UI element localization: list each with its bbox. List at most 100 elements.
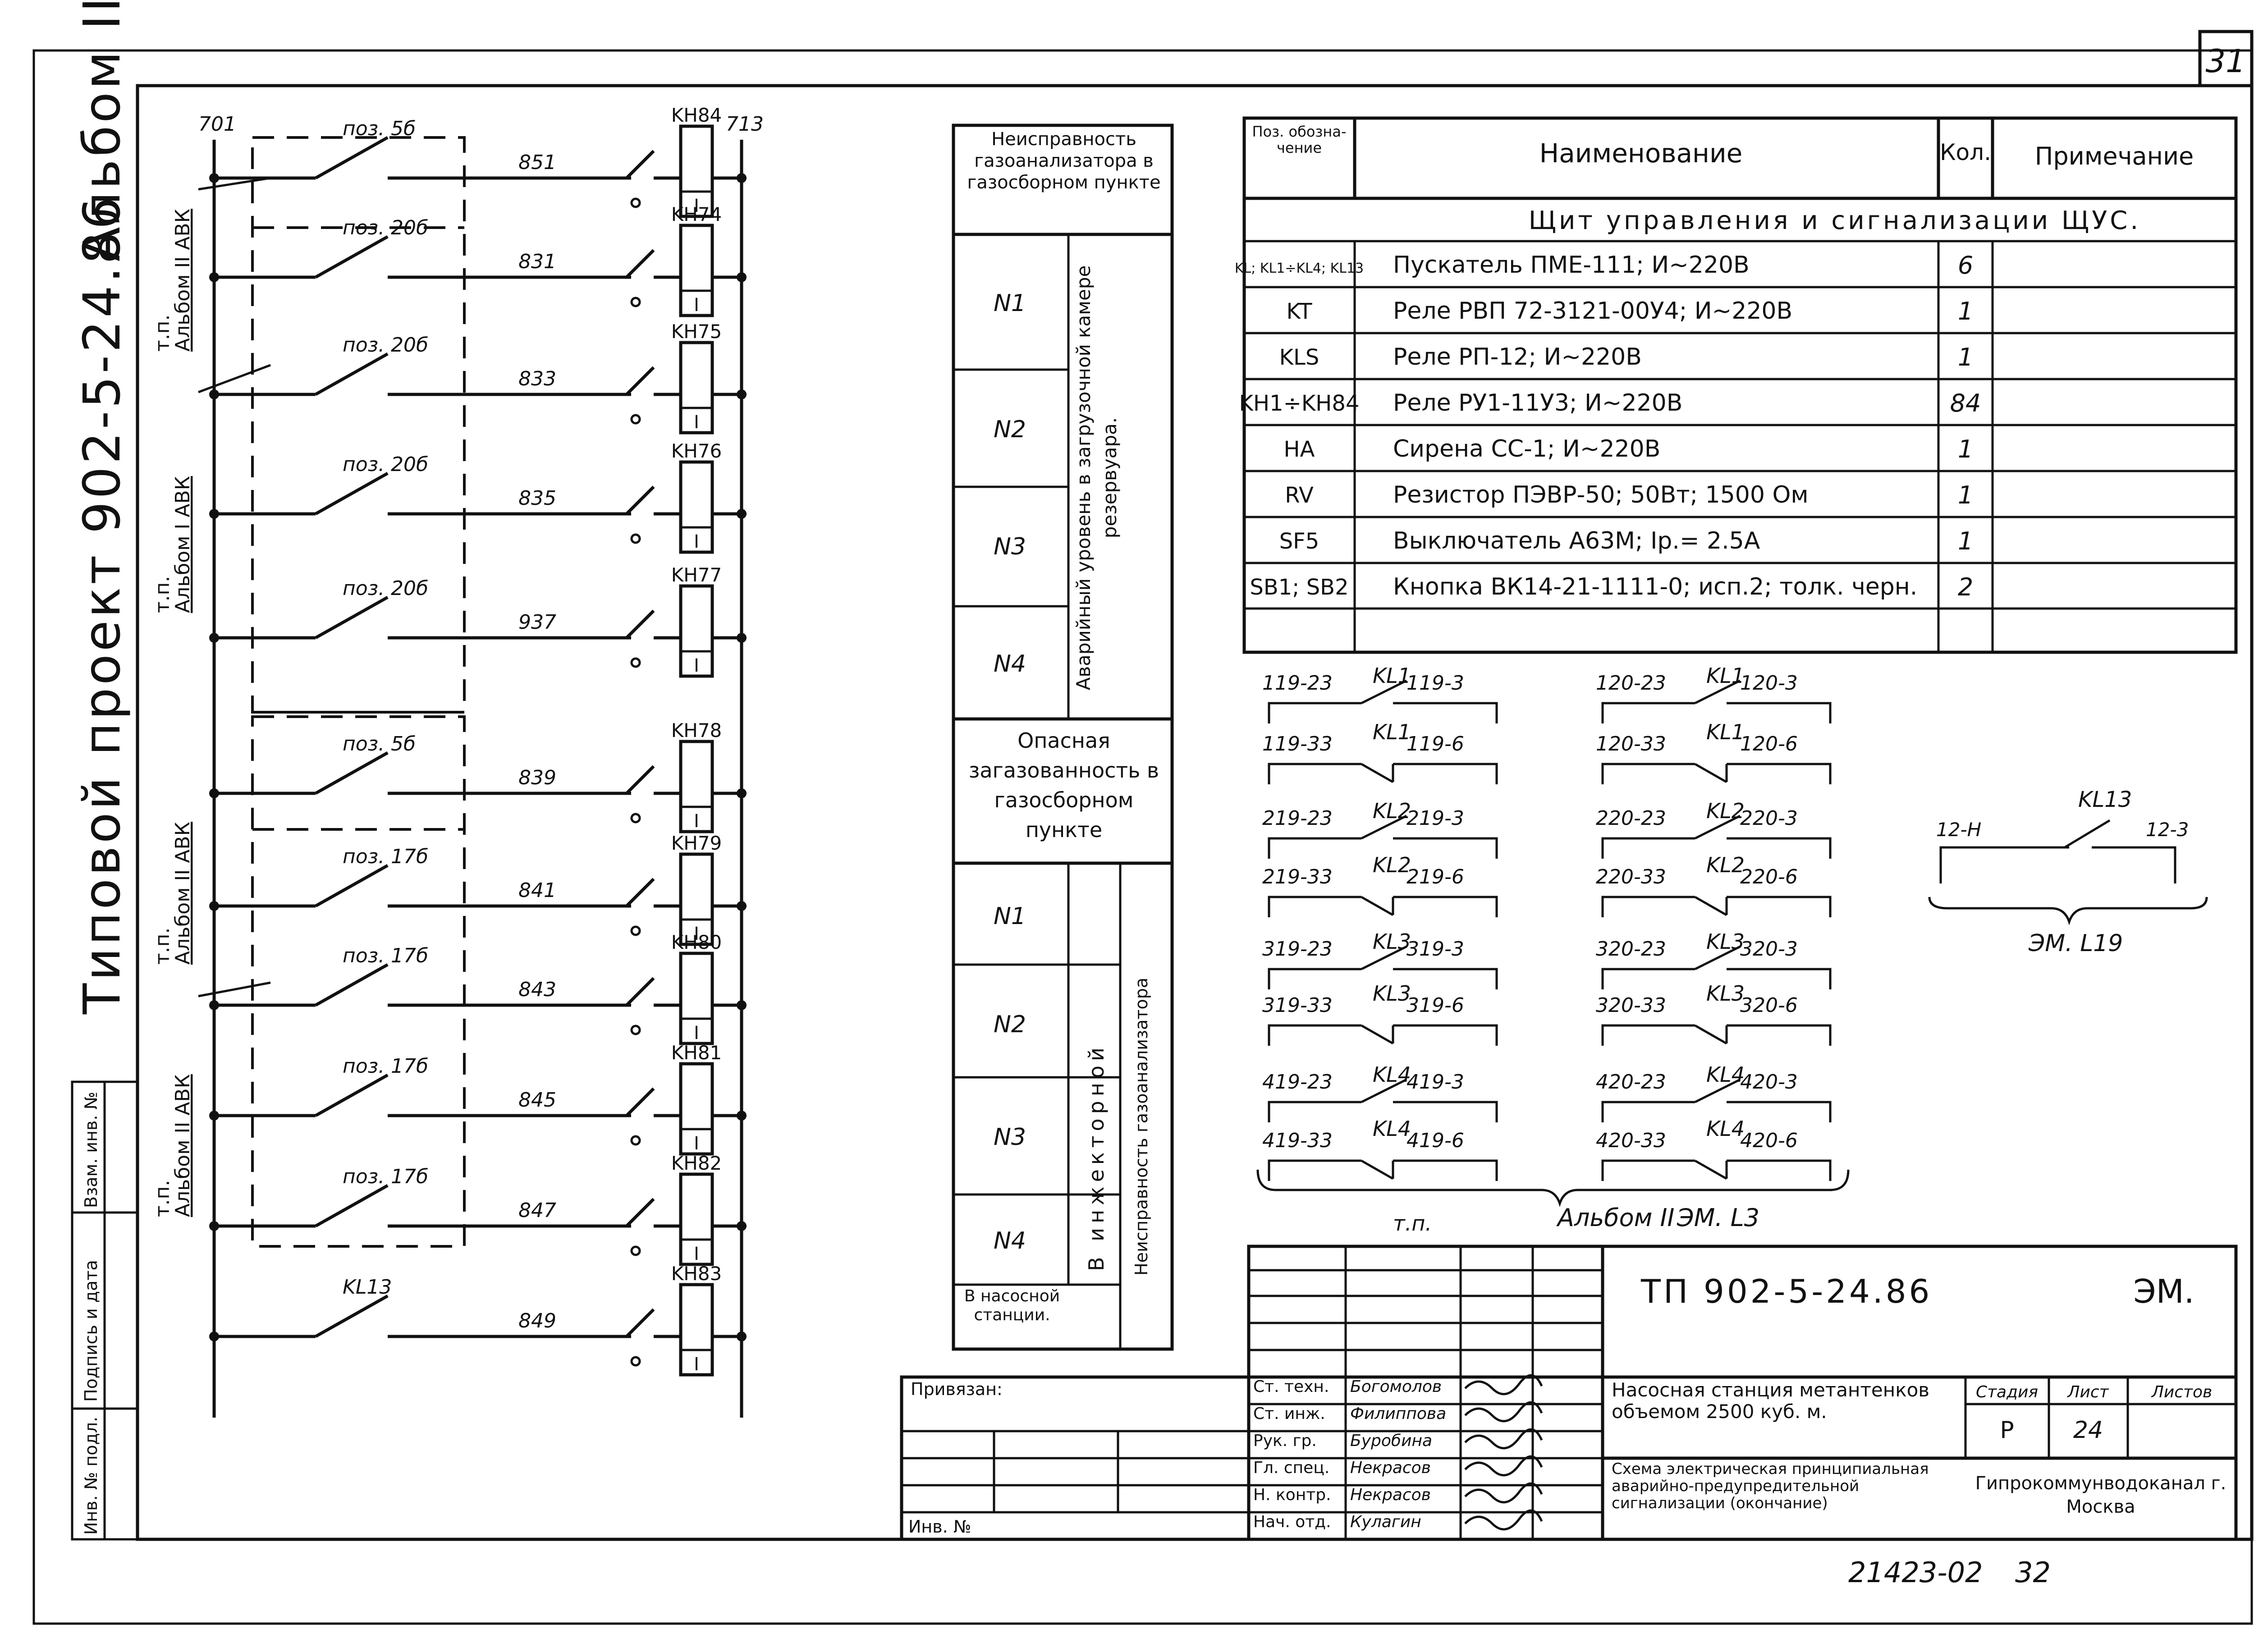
- spec-name: Реле РУ1-11У3; И~220В: [1393, 389, 1682, 416]
- contact-right-label: 120-6: [1740, 732, 1798, 755]
- fault-side-1: Аварийный уровень в загрузочной камере р…: [1072, 265, 1121, 691]
- spec-pos: SB1; SB2: [1250, 575, 1348, 600]
- wire-number: 847: [518, 1199, 556, 1222]
- contact-label: поз. 17б: [343, 944, 428, 967]
- left-label-1-tp: т.п.: [151, 315, 174, 352]
- spec-qty: 1: [1958, 527, 1973, 555]
- signature: [1464, 1374, 1543, 1396]
- spec-header-pos: Поз. обозна- чение: [1252, 123, 1347, 156]
- wire-number: 833: [518, 367, 556, 390]
- relay-coil: [679, 224, 714, 317]
- contact-relay-label: KL4: [1706, 1117, 1745, 1141]
- contact-right-label: 419-3: [1406, 1071, 1464, 1094]
- svg-text:N4: N4: [994, 1227, 1026, 1254]
- signer-name: Некрасов: [1350, 1486, 1431, 1504]
- contact-right-label: 119-6: [1406, 732, 1464, 755]
- contact-right-label: 419-6: [1406, 1129, 1464, 1152]
- bus-right-label: 713: [726, 113, 764, 136]
- signer-role: Ст. инж.: [1253, 1405, 1325, 1423]
- contact-left-label: 320-23: [1596, 938, 1666, 961]
- contact-left-label: 320-33: [1596, 994, 1666, 1017]
- left-label-1-ref: Альбом II АВК: [171, 209, 194, 352]
- contact-left-label: 420-33: [1596, 1129, 1666, 1152]
- svg-text:Подпись и дата: Подпись и дата: [81, 1260, 101, 1402]
- signer-role: Ст. техн.: [1253, 1377, 1329, 1396]
- wire-number: 849: [518, 1309, 556, 1332]
- spec-pos: RV: [1285, 483, 1314, 508]
- svg-text:N1: N1: [994, 290, 1026, 317]
- relay-coil: [679, 1283, 714, 1377]
- spec-qty: 1: [1958, 481, 1973, 509]
- relay-contact: [625, 1198, 655, 1227]
- relay-contact: [625, 977, 655, 1007]
- contact-left-label: 120-23: [1596, 672, 1666, 695]
- relay-contact: [625, 150, 655, 179]
- mark: ЭМ.: [2133, 1272, 2194, 1310]
- relay-contact: [625, 765, 655, 795]
- coil-mark: I: [694, 412, 699, 433]
- relay-coil: [679, 341, 714, 435]
- contact-right-label: 320-3: [1740, 938, 1798, 961]
- svg-text:N2: N2: [994, 1011, 1026, 1038]
- contact-right-label: 219-6: [1406, 865, 1464, 888]
- svg-text:KL13: KL13: [2078, 787, 2132, 812]
- relay-label: KH80: [671, 931, 722, 953]
- svg-text:т.п.: т.п.: [1393, 1211, 1432, 1236]
- inv-label: Инв. №: [908, 1517, 971, 1537]
- kl13-contact: KL13 12-H 12-3 ЭМ. L19: [1928, 787, 2208, 957]
- signer-role: Нач. отд.: [1253, 1513, 1331, 1531]
- contact-left-label: 220-33: [1596, 865, 1666, 888]
- sheet-number-box: [2198, 30, 2254, 87]
- relay-contact: [625, 1308, 655, 1338]
- contact-relay-label: KL2: [1373, 799, 1411, 823]
- signature: [1464, 1401, 1543, 1423]
- bus-left-label: 701: [198, 113, 236, 136]
- contact-switch: [315, 963, 389, 1007]
- left-label-2-ref: Альбом I АВК: [171, 476, 194, 613]
- svg-text:ЭМ. L19: ЭМ. L19: [2028, 930, 2123, 957]
- contact-label: KL13: [343, 1276, 392, 1299]
- contact-right-label: 120-3: [1740, 672, 1798, 695]
- svg-text:Лист: Лист: [2066, 1383, 2109, 1401]
- relay-coil: [679, 584, 714, 678]
- spec-pos: KH1÷KH84: [1239, 391, 1360, 416]
- contact-right-label: 219-3: [1406, 807, 1464, 830]
- drawing-name: Схема электрическая принципиальная авари…: [1612, 1460, 1929, 1512]
- contact-left-label: 319-23: [1262, 938, 1333, 961]
- contact-relay-label: KL1: [1706, 720, 1745, 744]
- signer-name: Некрасов: [1350, 1459, 1431, 1477]
- contact-switch: [315, 751, 389, 795]
- contact-label: поз. 17б: [343, 1165, 428, 1188]
- contact-left-label: 219-23: [1262, 807, 1333, 830]
- coil-mark: I: [694, 1244, 699, 1264]
- left-label-2-tp: т.п.: [151, 576, 174, 613]
- signer-name: Кулагин: [1350, 1513, 1421, 1531]
- relay-label: KH74: [671, 203, 722, 225]
- wire-number: 843: [518, 978, 556, 1001]
- dashed-enclosure-2: [251, 715, 466, 1248]
- signer-name: Буробина: [1350, 1432, 1432, 1450]
- contact-relay-label: KL3: [1373, 981, 1411, 1006]
- contact-left-label: 419-33: [1262, 1129, 1333, 1152]
- side-project-title: Типовой проект 902-5-24.86: [73, 194, 132, 1015]
